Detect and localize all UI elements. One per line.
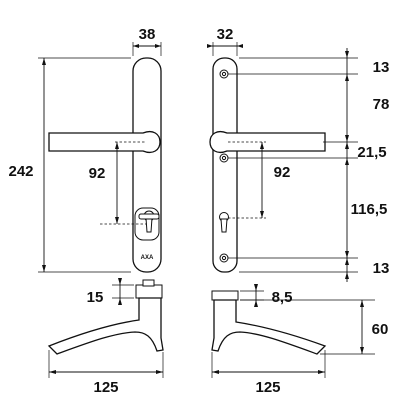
second-hole-to-lower-hole-label: 116,5	[351, 201, 388, 218]
front-lever-handle	[48, 130, 161, 154]
back-lever-dimensions: 8,5 125 60	[211, 284, 389, 396]
front-lever-profile	[47, 297, 164, 355]
back-plate-width-label: 32	[217, 26, 234, 43]
back-lever-handle	[209, 130, 326, 154]
front-lever-dimensions: 15 125	[48, 278, 164, 396]
lever-axis-to-second-hole-label: 21,5	[357, 144, 386, 161]
front-plate-dimensions: 38 242 92	[8, 26, 162, 273]
front-rose-top	[135, 284, 163, 299]
front-plate-width-label: 38	[139, 26, 156, 43]
bottom-hole-offset-label: 13	[373, 260, 390, 277]
back-second-screw-hole-inner	[221, 155, 227, 161]
front-cylinder-keyway	[145, 217, 153, 233]
back-top-screw-hole-inner	[221, 71, 227, 77]
back-plate-dimensions: 32 13 78 21,5 116,5 13 92	[207, 26, 389, 282]
back-plate-view	[209, 57, 326, 273]
back-lever-length-label: 125	[255, 379, 280, 396]
front-knob-top	[142, 279, 155, 287]
back-bottom-screw-hole-inner	[221, 255, 227, 261]
front-rose-height-label: 15	[87, 289, 104, 306]
top-hole-offset-label: 13	[373, 59, 390, 76]
back-lever-to-cylinder-label: 92	[274, 164, 291, 181]
brand-logo: AXA	[141, 255, 154, 261]
back-lever-top-view	[211, 290, 327, 355]
front-plate-view: AXA	[48, 57, 162, 273]
front-lever-to-cylinder-label: 92	[89, 165, 106, 182]
front-lever-length-label: 125	[93, 379, 118, 396]
back-lever-profile	[211, 299, 327, 355]
front-turn-knob	[138, 213, 160, 220]
back-rose-height-label: 8,5	[272, 289, 293, 306]
back-cylinder-keyway	[220, 218, 228, 233]
front-lever-top-view	[47, 279, 164, 355]
back-rose-top	[211, 290, 239, 301]
back-escutcheon-plate	[212, 57, 238, 273]
hole-to-lever-axis-label: 78	[373, 96, 390, 113]
plate-height-label: 242	[8, 163, 33, 180]
lever-depth-label: 60	[372, 321, 389, 338]
